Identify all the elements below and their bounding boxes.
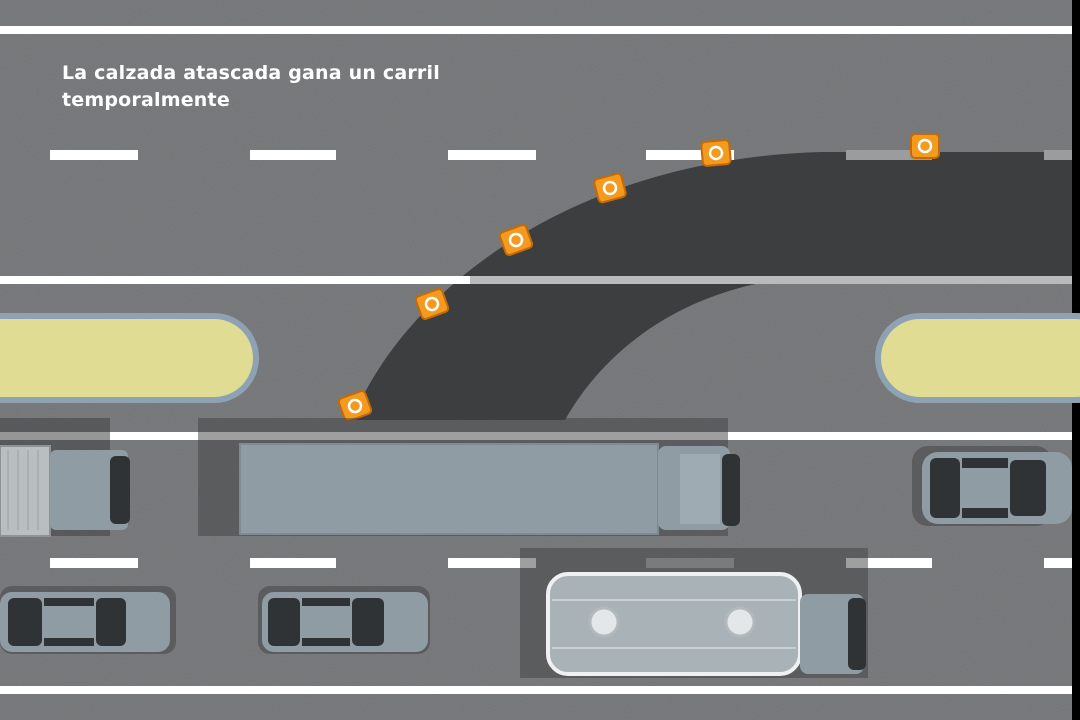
top-edge-line xyxy=(0,26,1072,34)
car-icon xyxy=(258,586,430,654)
upper-lane-dashes xyxy=(50,150,1072,160)
median-island-left xyxy=(0,313,259,403)
median-island-right xyxy=(875,313,1080,403)
separator-line-shadow xyxy=(470,276,1072,284)
traffic-cone-icon xyxy=(498,224,534,256)
traffic-cone-icon xyxy=(593,172,627,204)
traffic-cone-icon xyxy=(910,133,940,159)
truck-icon xyxy=(0,418,130,537)
caption-line-1: La calzada atascada gana un carril xyxy=(62,62,440,84)
traffic-cone-icon xyxy=(337,390,373,422)
caption-line-2: temporalmente xyxy=(62,89,230,111)
car-icon xyxy=(912,446,1072,526)
traffic-cones xyxy=(337,133,940,422)
truck-icon xyxy=(198,418,740,536)
caption: La calzada atascada gana un carril tempo… xyxy=(62,60,482,114)
traffic-cone-icon xyxy=(414,288,450,320)
traffic-cone-icon xyxy=(700,139,732,167)
car-icon xyxy=(0,586,176,654)
bottom-edge-line xyxy=(0,686,1072,694)
temporary-lane-shading xyxy=(352,152,1072,420)
tanker-truck-icon xyxy=(520,548,868,678)
